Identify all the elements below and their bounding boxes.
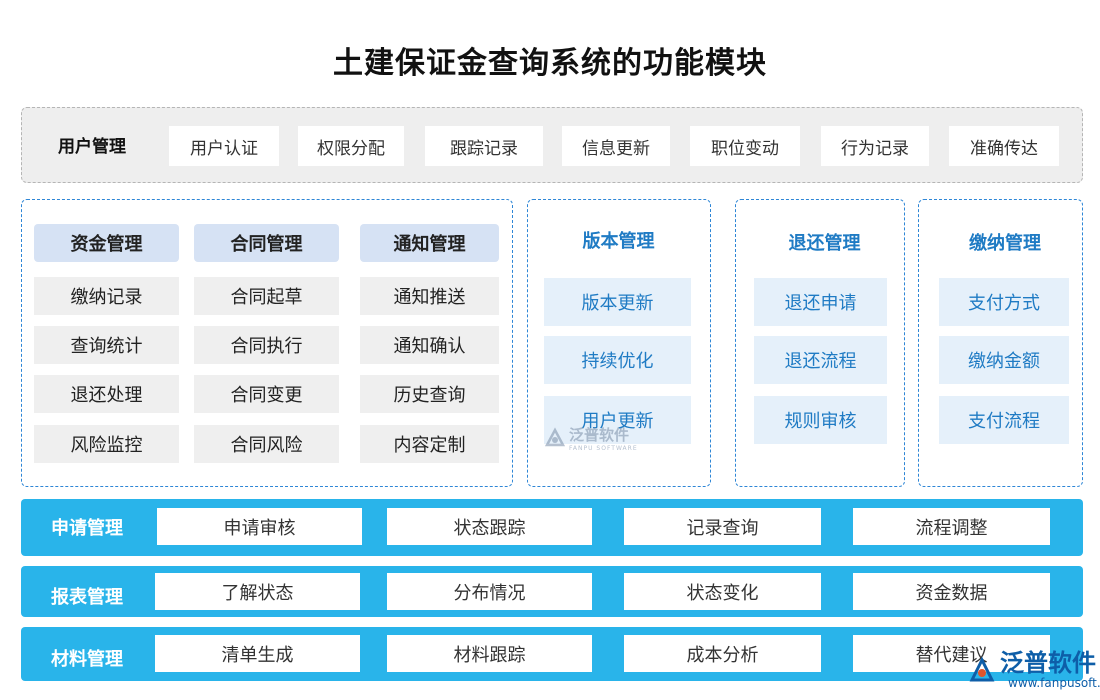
group-head: 资金管理 bbox=[34, 224, 179, 262]
module-chip: 流程调整 bbox=[853, 508, 1050, 545]
module-chip: 跟踪记录 bbox=[425, 126, 543, 166]
watermark-brand: 泛普软件 bbox=[1000, 649, 1096, 677]
module-chip: 权限分配 bbox=[298, 126, 404, 166]
watermark-center: 泛普软件 FANPU SOFTWARE bbox=[544, 424, 638, 452]
module-cell: 用户更新 bbox=[544, 396, 691, 444]
module-cell: 合同变更 bbox=[194, 375, 339, 413]
module-chip: 记录查询 bbox=[624, 508, 821, 545]
module-chip: 准确传达 bbox=[949, 126, 1059, 166]
module-chip: 替代建议 bbox=[853, 635, 1050, 672]
refund-management-group: 退还管理 退还申请 退还流程 规则审核 bbox=[735, 199, 905, 487]
module-chip: 行为记录 bbox=[821, 126, 929, 166]
module-cell: 缴纳记录 bbox=[34, 277, 179, 315]
module-cell: 持续优化 bbox=[544, 336, 691, 384]
band-head: 材料管理 bbox=[51, 649, 123, 670]
module-cell: 内容定制 bbox=[360, 425, 499, 463]
module-cell: 合同起草 bbox=[194, 277, 339, 315]
module-cell: 风险监控 bbox=[34, 425, 179, 463]
module-chip: 材料跟踪 bbox=[387, 635, 592, 672]
module-chip: 状态变化 bbox=[624, 573, 821, 610]
material-management-band: 材料管理 清单生成 材料跟踪 成本分析 替代建议 bbox=[21, 627, 1083, 681]
module-cell: 规则审核 bbox=[754, 396, 887, 444]
page-title: 土建保证金查询系统的功能模块 bbox=[333, 46, 767, 81]
module-chip: 资金数据 bbox=[853, 573, 1050, 610]
module-cell: 支付方式 bbox=[939, 278, 1069, 326]
module-cell: 缴纳金额 bbox=[939, 336, 1069, 384]
module-cell: 退还申请 bbox=[754, 278, 887, 326]
user-management-head: 用户管理 bbox=[58, 137, 126, 157]
module-chip: 状态跟踪 bbox=[387, 508, 592, 545]
group-head: 缴纳管理 bbox=[969, 233, 1041, 254]
module-chip: 成本分析 bbox=[624, 635, 821, 672]
module-chip: 了解状态 bbox=[155, 573, 360, 610]
module-chip: 申请审核 bbox=[157, 508, 362, 545]
watermark-brand: 泛普软件 bbox=[569, 426, 630, 444]
module-cell: 合同执行 bbox=[194, 326, 339, 364]
module-chip: 用户认证 bbox=[169, 126, 279, 166]
report-management-band: 报表管理 了解状态 分布情况 状态变化 资金数据 bbox=[21, 566, 1083, 617]
group-head: 版本管理 bbox=[582, 231, 655, 252]
core-management-group: 资金管理 合同管理 通知管理 缴纳记录 查询统计 退还处理 风险监控 合同起草 … bbox=[21, 199, 513, 487]
module-chip: 职位变动 bbox=[690, 126, 800, 166]
group-head: 通知管理 bbox=[360, 224, 499, 262]
module-cell: 通知推送 bbox=[360, 277, 499, 315]
module-chip: 清单生成 bbox=[155, 635, 360, 672]
watermark-url: www.fanpusoft.com bbox=[1008, 676, 1100, 690]
fanpu-logo-icon bbox=[969, 656, 995, 682]
group-head: 合同管理 bbox=[194, 224, 339, 262]
module-cell: 支付流程 bbox=[939, 396, 1069, 444]
application-management-band: 申请管理 申请审核 状态跟踪 记录查询 流程调整 bbox=[21, 499, 1083, 556]
band-head: 申请管理 bbox=[51, 518, 123, 539]
module-cell: 合同风险 bbox=[194, 425, 339, 463]
module-cell: 退还流程 bbox=[754, 336, 887, 384]
module-chip: 分布情况 bbox=[387, 573, 592, 610]
group-head: 退还管理 bbox=[788, 233, 861, 254]
module-cell: 退还处理 bbox=[34, 375, 179, 413]
module-cell: 版本更新 bbox=[544, 278, 691, 326]
payment-management-group: 缴纳管理 支付方式 缴纳金额 支付流程 bbox=[918, 199, 1083, 487]
band-head: 报表管理 bbox=[51, 587, 123, 608]
module-cell: 历史查询 bbox=[360, 375, 499, 413]
module-cell: 通知确认 bbox=[360, 326, 499, 364]
user-management-row: 用户管理 用户认证 权限分配 跟踪记录 信息更新 职位变动 行为记录 准确传达 bbox=[21, 107, 1083, 183]
module-chip: 信息更新 bbox=[562, 126, 670, 166]
version-management-group: 版本管理 版本更新 持续优化 用户更新 bbox=[527, 199, 711, 487]
fanpu-logo-icon bbox=[544, 427, 566, 447]
watermark-corner: 泛普软件 www.fanpusoft.com bbox=[968, 650, 1100, 690]
watermark-sub: FANPU SOFTWARE bbox=[569, 445, 638, 452]
module-cell: 查询统计 bbox=[34, 326, 179, 364]
